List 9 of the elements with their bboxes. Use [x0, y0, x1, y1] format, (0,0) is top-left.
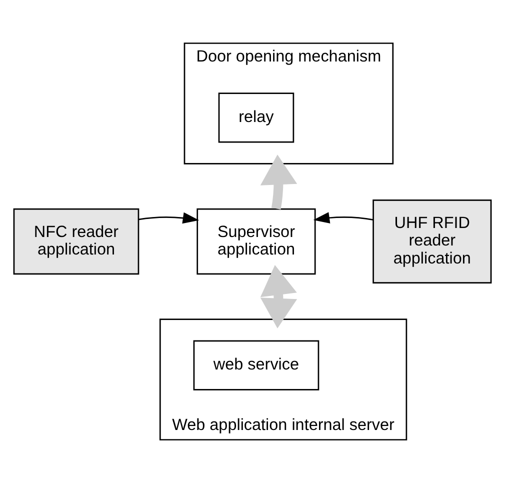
arrow — [313, 212, 374, 224]
arrow — [260, 154, 298, 210]
node-box: web service — [193, 340, 320, 390]
node-box: relay — [218, 92, 294, 143]
arrow — [260, 265, 298, 328]
arrow — [138, 212, 200, 224]
node-box: NFC reader application — [13, 208, 140, 275]
node-box: UHF RFID reader application — [372, 200, 492, 284]
node-box: Supervisor application — [196, 208, 316, 275]
